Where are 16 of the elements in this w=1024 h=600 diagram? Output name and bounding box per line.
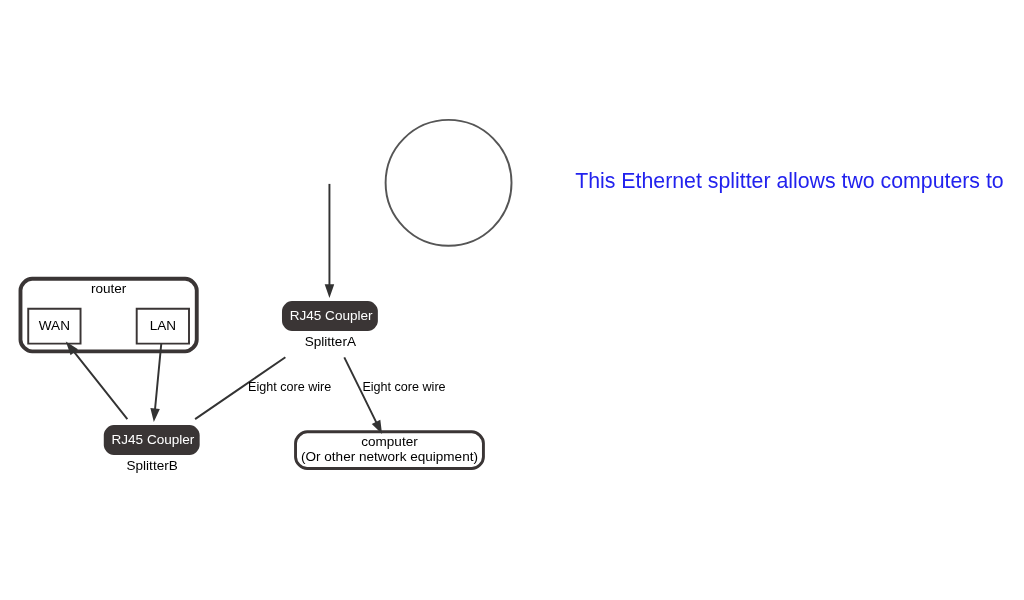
connector [194, 355, 287, 420]
node-label: SplitterB [126, 457, 178, 473]
edge-label: Eight core wire [362, 379, 446, 394]
node-box: WAN [27, 307, 82, 345]
arrow [65, 341, 129, 420]
edge-label: Eight core wire [248, 379, 332, 394]
node-box: LAN [135, 307, 190, 345]
node-circle [384, 118, 513, 247]
arrow [150, 342, 163, 422]
node-box: RJ45 Coupler [282, 300, 378, 331]
node-box: computer (Or other network equipment) [294, 429, 485, 470]
arrow [324, 182, 335, 298]
node-label: SplitterA [304, 333, 356, 349]
label: This Ethernet splitter allows two computers to [575, 168, 1004, 193]
arrow [343, 355, 383, 434]
node-box: RJ45 Coupler [103, 424, 200, 455]
